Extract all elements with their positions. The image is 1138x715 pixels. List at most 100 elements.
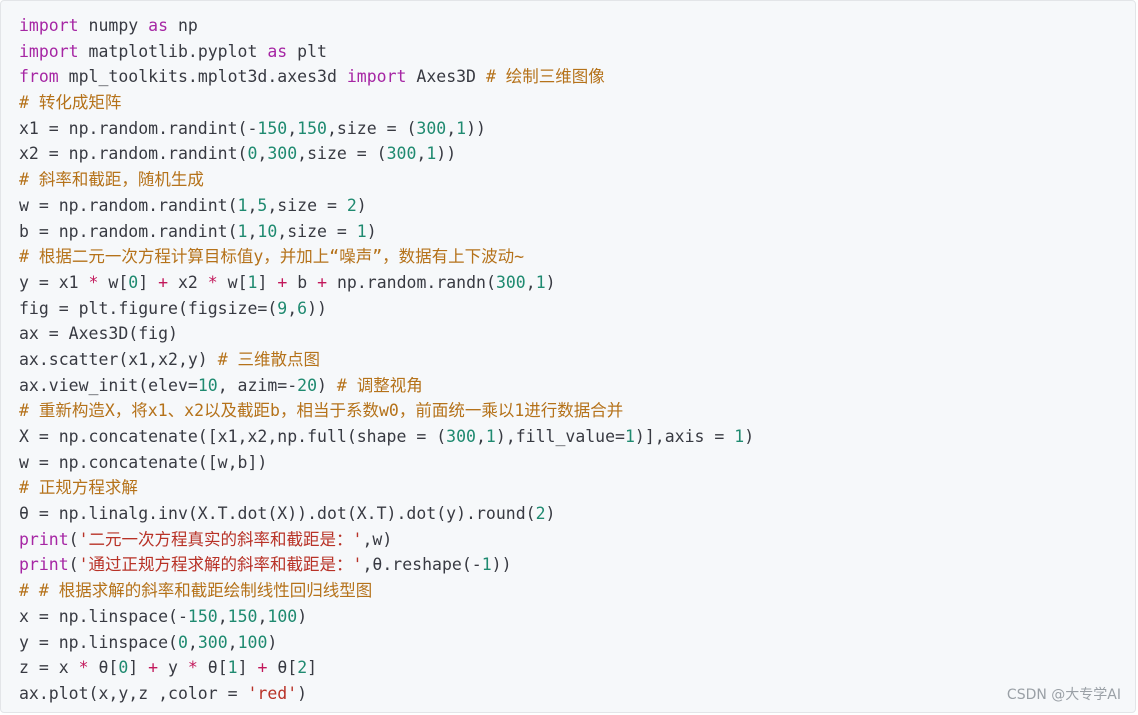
code-token: ( — [68, 555, 79, 575]
number-token: 150 — [187, 606, 218, 626]
code-token: )],axis = — [634, 427, 735, 446]
code-token: , — [257, 606, 268, 626]
code-line: y = np.linspace(0,300,100) — [19, 630, 754, 656]
code-token: ( — [68, 529, 79, 549]
code-token: , — [247, 221, 258, 241]
code-line: ax.plot(x,y,z ,color = 'red') — [19, 681, 754, 707]
code-token: ,w) — [362, 529, 393, 549]
code-line: # 转化成矩阵 — [19, 90, 754, 116]
code-token: ax = Axes3D(fig) — [19, 324, 178, 344]
code-token: ) — [545, 272, 556, 292]
number-token: 300 — [416, 118, 447, 138]
number-token: 9 — [277, 298, 288, 318]
comment-token: # 正规方程求解 — [19, 478, 138, 498]
code-token: , — [287, 298, 298, 318]
code-line: import numpy as np — [19, 13, 754, 39]
code-token: ) — [267, 632, 278, 652]
code-token: ax.scatter(x1,x2,y) — [19, 349, 218, 369]
keyword-token: import — [19, 41, 79, 61]
code-line: x1 = np.random.randint(-150,150,size = (… — [19, 116, 754, 142]
code-line: X = np.concatenate([x1,x2,np.full(shape … — [19, 424, 754, 450]
number-token: 150 — [297, 118, 327, 138]
code-token: x2 = np.random.randint( — [19, 144, 248, 164]
code-token: ] — [237, 658, 258, 678]
string-token: '二元一次方程真实的斜率和截距是：' — [78, 529, 363, 549]
code-token: , — [475, 427, 486, 446]
code-token: numpy — [78, 16, 149, 35]
code-token: X = np.concatenate([x1,x2,np.full(shape … — [19, 427, 447, 446]
number-token: 0 — [247, 144, 258, 164]
number-token: 5 — [257, 195, 268, 215]
keyword-token: from — [19, 67, 59, 87]
code-line: x = np.linspace(-150,150,100) — [19, 604, 754, 630]
code-token: ) — [366, 221, 377, 241]
string-token: 'red' — [247, 683, 298, 703]
code-line: import matplotlib.pyplot as plt — [19, 39, 754, 65]
code-line: # 斜率和截距，随机生成 — [19, 167, 754, 193]
number-token: 0 — [177, 632, 188, 652]
csdn-watermark: CSDN @大专学AI — [1006, 687, 1121, 703]
number-token: 100 — [237, 632, 268, 652]
comment-token: # 斜率和截距，随机生成 — [19, 170, 204, 190]
code-token: ) — [545, 504, 556, 524]
number-token: 1 — [237, 221, 248, 241]
code-token: x = np.linspace(- — [19, 606, 188, 626]
code-token: ,size = — [277, 221, 357, 241]
code-token: ),fill_value= — [495, 427, 625, 446]
number-token: 300 — [267, 144, 298, 164]
code-line: b = np.random.randint(1,10,size = 1) — [19, 219, 754, 245]
number-token: 20 — [297, 375, 318, 395]
code-token: , — [257, 144, 268, 164]
code-token: matplotlib.pyplot — [78, 41, 268, 61]
operator-token: + — [257, 658, 268, 678]
operator-token: * — [78, 658, 89, 678]
code-token: , — [217, 606, 228, 626]
number-token: 1 — [624, 427, 635, 446]
code-token: ] — [307, 658, 318, 678]
code-token: ] — [128, 658, 149, 678]
number-token: 300 — [197, 632, 228, 652]
code-token: , — [446, 118, 457, 138]
code-token: np — [168, 16, 198, 35]
code-token: )) — [466, 118, 486, 138]
code-token: , — [227, 632, 238, 652]
code-line: ax = Axes3D(fig) — [19, 321, 754, 347]
code-token: w = np.random.randint( — [19, 195, 238, 215]
number-token: 300 — [386, 144, 417, 164]
code-line: w = np.concatenate([w,b]) — [19, 450, 754, 476]
number-token: 10 — [197, 375, 218, 395]
code-line: # # 根据求解的斜率和截距绘制线性回归线型图 — [19, 578, 754, 604]
number-token: 1 — [535, 272, 546, 292]
code-line: # 正规方程求解 — [19, 475, 754, 501]
keyword-token: print — [19, 529, 69, 549]
code-line: x2 = np.random.randint(0,300,size = (300… — [19, 141, 754, 167]
operator-token: + — [317, 272, 328, 292]
keyword-token: as — [148, 16, 169, 35]
keyword-token: print — [19, 555, 69, 575]
code-token: ) — [744, 427, 755, 446]
comment-token: # 根据二元一次方程计算目标值y，并加上“噪声”，数据有上下波动~ — [19, 247, 525, 267]
code-token: w[ — [217, 272, 248, 292]
code-token: , azim=- — [217, 375, 298, 395]
code-token: )) — [307, 298, 327, 318]
keyword-token: import — [346, 67, 407, 87]
comment-token: # 调整视角 — [336, 375, 423, 395]
code-token: , — [247, 195, 258, 215]
code-token: ) — [297, 683, 308, 703]
number-token: 1 — [456, 118, 467, 138]
code-token: ) — [317, 375, 337, 395]
number-token: 6 — [297, 298, 308, 318]
code-token: , — [187, 632, 198, 652]
number-token: 1 — [481, 555, 492, 575]
code-token: , — [416, 144, 427, 164]
code-line: θ = np.linalg.inv(X.T.dot(X)).dot(X.T).d… — [19, 501, 754, 527]
code-token: )) — [491, 555, 512, 575]
code-token: ,θ.reshape(- — [362, 555, 482, 575]
code-token: b = np.random.randint( — [19, 221, 238, 241]
code-line: # 重新构造X，将x1、x2以及截距b，相当于系数w0，前面统一乘以1进行数据合… — [19, 398, 754, 424]
number-token: 2 — [535, 504, 546, 524]
code-token: w = np.concatenate([w,b]) — [19, 452, 268, 472]
operator-token: + — [277, 272, 288, 292]
number-token: 1 — [356, 221, 367, 241]
